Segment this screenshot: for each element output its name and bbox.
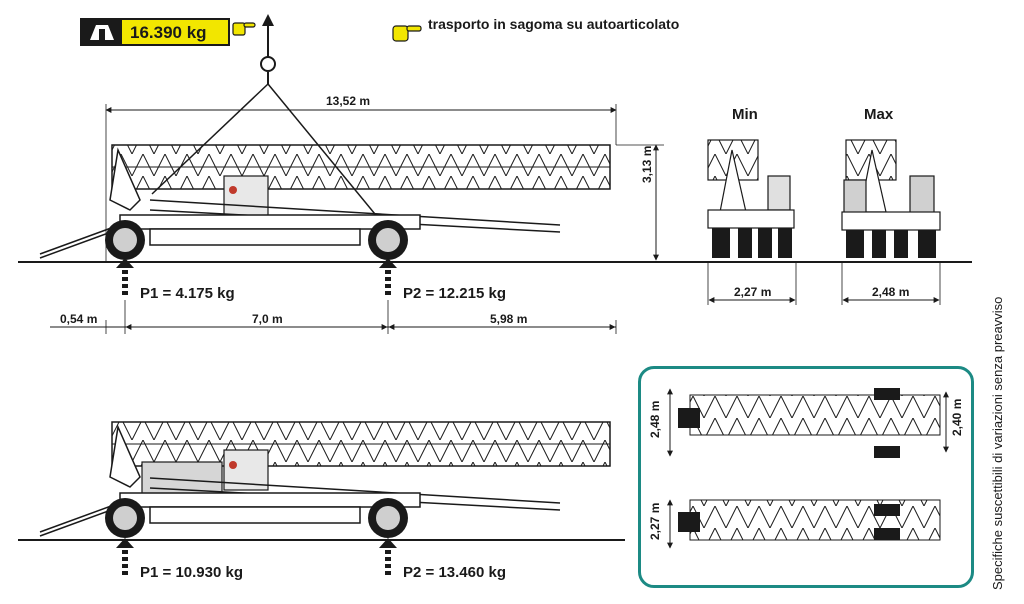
dim-left-label: 0,54 m <box>60 312 98 326</box>
weight-badge: 16.390 kg <box>80 18 230 46</box>
axle-load-p2-bottom: P2 = 13.460 kg <box>403 564 506 581</box>
load-arrow-p1-top <box>116 258 134 295</box>
crane-side-view-top <box>39 14 611 260</box>
load-arrow-p2-bottom <box>379 538 397 575</box>
axle-load-p2-top: P2 = 12.215 kg <box>403 285 506 302</box>
inset-top-left-dim: 2,48 m <box>648 400 662 438</box>
plan-view-inset <box>638 366 974 588</box>
end-view-min <box>707 139 795 258</box>
end-view-min-title: Min <box>732 106 758 123</box>
end-view-min-width: 2,27 m <box>734 285 772 299</box>
axle-load-p1-top: P1 = 4.175 kg <box>140 285 235 302</box>
inset-top-right-dim: 2,40 m <box>950 398 964 436</box>
inset-plan-top <box>667 388 949 458</box>
weight-value: 16.390 kg <box>130 23 207 42</box>
end-view-max-width: 2,48 m <box>872 285 910 299</box>
height-label: 3,13 m <box>640 145 654 183</box>
dim-right-label: 5,98 m <box>490 312 528 326</box>
dim-middle-label: 7,0 m <box>252 312 283 326</box>
overall-length-label: 13,52 m <box>326 94 371 108</box>
crane-weight-icon <box>82 20 122 44</box>
pointing-hand-icon <box>232 18 256 38</box>
note-pointing-hand-icon <box>392 20 422 44</box>
axle-load-p1-bottom: P1 = 10.930 kg <box>140 564 243 581</box>
end-view-max-title: Max <box>864 106 894 123</box>
transport-note: trasporto in sagoma su autoarticolato <box>428 16 680 32</box>
load-arrow-p2-top <box>379 258 397 295</box>
load-arrow-p1-bottom <box>116 538 134 575</box>
end-view-max <box>841 139 941 258</box>
side-note: Specifiche suscettibili di variazioni se… <box>990 296 1005 590</box>
inset-bottom-left-dim: 2,27 m <box>648 502 662 540</box>
crane-side-view-bottom <box>39 421 611 538</box>
inset-plan-bottom <box>667 499 941 549</box>
